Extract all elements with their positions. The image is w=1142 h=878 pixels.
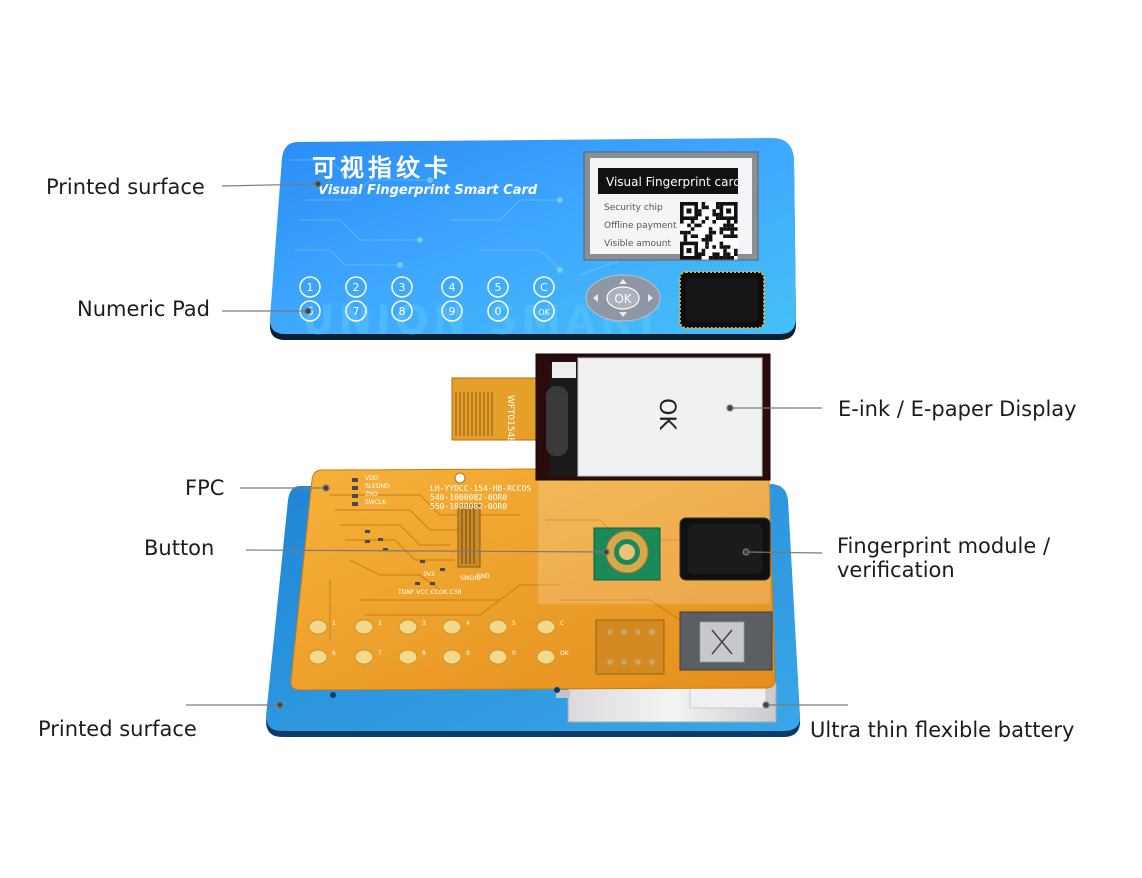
eink-display-module: WFT0154BF10 OK: [451, 353, 771, 481]
pcb-code-1: LH-YYDCC-154-HB-RCCOS: [430, 484, 531, 493]
card-title-en: Visual Fingerprint Smart Card: [318, 183, 538, 198]
keypad-key-label: 8: [399, 305, 406, 318]
button-module: [593, 527, 661, 581]
pin-label: GND: [476, 573, 490, 580]
keypad-key-label: C: [540, 281, 548, 294]
callout-fpc: FPC: [185, 476, 225, 500]
callout-eink-display: E-ink / E-paper Display: [838, 397, 1077, 421]
fpc-pad: 0: [488, 649, 516, 665]
fpc-pad-label: 0: [512, 650, 516, 657]
display-line: Visible amount: [604, 239, 671, 249]
callout-printed-surface-bottom: Printed surface: [38, 717, 197, 741]
qr-code: [680, 202, 738, 260]
keypad-key-label: 3: [399, 281, 406, 294]
keypad-key-label: 7: [353, 305, 360, 318]
fpc-pad-label: 4: [466, 620, 470, 627]
keypad-key: 2: [345, 276, 367, 298]
nav-ok-label: OK: [614, 292, 632, 306]
fpc-pad: C: [536, 619, 564, 635]
fpc-pad-label: 2: [378, 620, 382, 627]
fpc-pad: 3: [398, 619, 426, 635]
keypad-key-label: 9: [449, 305, 456, 318]
fpc-pad-label: 1: [332, 620, 336, 627]
pin-label: VDD: [365, 475, 379, 482]
pin-label: SWDIO: [460, 575, 481, 582]
fpc-pad-label: C: [560, 620, 564, 627]
nav-pad: OK: [585, 274, 661, 322]
fpc-pad: 9: [442, 649, 470, 665]
callout-numeric-pad: Numeric Pad: [77, 297, 211, 321]
keypad-key: 7: [345, 300, 367, 322]
pin-label: ZRD: [365, 491, 378, 498]
keypad-key-label: 2: [353, 281, 360, 294]
fpc-pad-label: 5: [512, 620, 516, 627]
keypad-key-label: 0: [495, 305, 502, 318]
callout-fingerprint-module: Fingerprint module / verification: [837, 534, 1051, 582]
fingerprint-sensor: [679, 517, 771, 581]
keypad-key: 1: [299, 276, 321, 298]
display-header: Visual Fingerprint card: [606, 175, 741, 189]
fpc-pad-label: 8: [422, 650, 426, 657]
fpc-pad: 1: [308, 619, 336, 635]
callout-battery: Ultra thin flexible battery: [810, 718, 1075, 742]
fpc-pad-grid: 1 2 3 4 5 C 6 7 8 9 0 OK: [308, 619, 570, 665]
fpc-pad: 6: [308, 649, 336, 665]
fpc-pad: 7: [354, 649, 382, 665]
keypad-key: 4: [441, 276, 463, 298]
display-line: Security chip: [604, 203, 663, 213]
card-title-cn: 可视指纹卡: [312, 154, 452, 182]
keypad-key: 5: [487, 276, 509, 298]
callout-printed-surface-top: Printed surface: [46, 175, 205, 199]
fpc-pad-label: 7: [378, 650, 382, 657]
fpc-pad: 2: [354, 619, 382, 635]
fpc-pad-label: 3: [422, 620, 426, 627]
pin-label: TDNF VCC CCOK C3B: [397, 589, 462, 596]
fpc-pad-label: 6: [332, 650, 336, 657]
callout-button: Button: [144, 536, 215, 560]
keypad-key-label: OK: [538, 308, 550, 317]
keypad-key: 8: [391, 300, 413, 322]
fpc-board: LH-YYDCC-154-HB-RCCOS 540-1000082-0OR0 5…: [290, 467, 776, 698]
pcb-code-2: 540-1000082-0OR0: [430, 493, 507, 502]
leader-lines: [186, 180, 848, 709]
top-printed-surface: UNION SMART 可视指纹卡 Visual Fingerprint Sma…: [269, 138, 796, 344]
pin-label: SLEDND: [365, 483, 390, 490]
flex-label: WFT0154BF10: [505, 395, 515, 460]
pcb-code-3: 550-1000082-0OR0: [430, 502, 507, 511]
keypad-key: 3: [391, 276, 413, 298]
fpc-pad: 4: [442, 619, 470, 635]
keypad-key: OK: [533, 300, 555, 322]
fpc-pad-label: OK: [560, 650, 570, 657]
eink-text: OK: [654, 398, 679, 430]
fpc-pad-label: 9: [466, 650, 470, 657]
keypad-key: 0: [487, 300, 509, 322]
keypad-key: C: [533, 276, 555, 298]
keypad-key-label: 1: [307, 281, 314, 294]
fpc-pad: 8: [398, 649, 426, 665]
keypad-key-label: 5: [495, 281, 502, 294]
keypad-key: 9: [441, 300, 463, 322]
fpc-pad: 5: [488, 619, 516, 635]
display-line: Offline payment: [604, 221, 677, 231]
pin-label: SWCLK: [365, 499, 387, 506]
fpc-pad: OK: [536, 649, 570, 665]
keypad-key-label: 4: [449, 281, 456, 294]
pin-label: 3V3: [423, 571, 435, 578]
